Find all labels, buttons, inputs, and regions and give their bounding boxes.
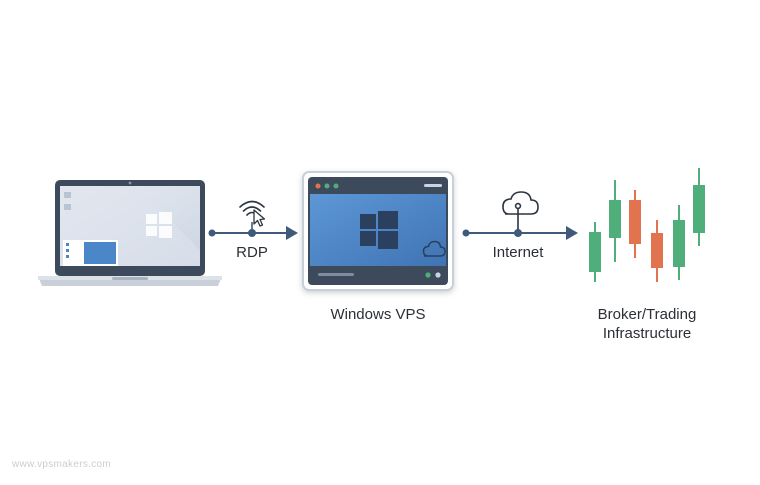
broker-label-line1: Broker/Trading	[597, 306, 697, 323]
candlestick-up	[589, 222, 601, 282]
windows-logo-icon	[146, 212, 172, 238]
candle-body	[629, 200, 641, 244]
candlestick-up	[693, 168, 705, 246]
laptop-icon	[38, 180, 222, 286]
candlestick-down	[629, 190, 641, 258]
watermark: www.vpsmakers.com	[12, 459, 112, 470]
candle-body	[651, 233, 663, 268]
wifi-cursor-icon	[239, 200, 266, 227]
candle-body	[673, 220, 685, 267]
rdp-connector	[208, 222, 298, 240]
vps-label: Windows VPS	[330, 306, 426, 323]
candle-body	[589, 232, 601, 272]
vps-window-icon	[302, 171, 454, 291]
candle-body	[609, 200, 621, 238]
cloud-icon	[422, 240, 446, 257]
broker-label-line2: Infrastructure	[602, 325, 692, 342]
candle-body	[693, 185, 705, 233]
rdp-label: RDP	[236, 244, 268, 261]
internet-connector	[462, 226, 578, 240]
internet-label: Internet	[492, 244, 544, 261]
candlestick-down	[651, 220, 663, 282]
windows-logo-icon	[360, 211, 398, 249]
cloud-network-icon	[502, 191, 539, 230]
candlestick-up	[609, 180, 621, 262]
candlestick-up	[673, 205, 685, 280]
candlestick-chart-icon	[589, 168, 705, 282]
